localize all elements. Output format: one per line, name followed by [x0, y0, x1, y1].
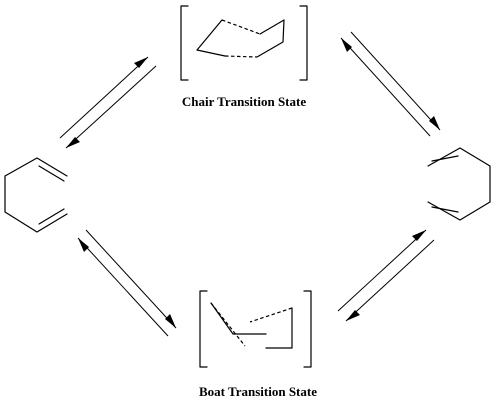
arrow-left-to-boat	[85, 229, 177, 329]
chair-bracket-left	[180, 5, 189, 81]
chair-ring-forming-bonds	[221, 19, 261, 58]
boat-ring-forming-bonds	[210, 302, 293, 347]
arrowhead-right-to-chair	[341, 38, 352, 52]
equilibrium-arrows-boat-right	[337, 229, 435, 322]
arrowhead-boat-to-left	[78, 238, 89, 252]
arrowhead-right-to-boat	[346, 310, 360, 321]
chair-transition-state: Chair Transition State	[180, 5, 308, 109]
hexadiene-left	[4, 157, 68, 233]
equilibrium-arrows-chair-right	[340, 31, 441, 137]
boat-bracket-right	[303, 290, 312, 368]
arrowhead-boat-to-right	[412, 230, 426, 241]
hexadiene-right-bonds	[427, 147, 491, 221]
arrowhead-chair-to-left	[66, 137, 80, 148]
arrow-right-to-boat	[345, 239, 435, 322]
arrow-left-to-chair	[59, 56, 149, 139]
arrow-boat-to-left	[77, 237, 169, 337]
hexadiene-right	[427, 147, 491, 221]
arrow-right-to-chair	[340, 37, 431, 137]
arrowhead-left-to-boat	[165, 314, 176, 328]
boat-bracket-left	[199, 290, 208, 368]
chair-bracket-right	[299, 5, 308, 81]
boat-label: Boat Transition State	[199, 384, 317, 399]
arrow-chair-to-right	[350, 31, 441, 131]
equilibrium-arrows-left-boat	[77, 229, 177, 337]
chair-ring-bonds	[196, 19, 285, 58]
equilibrium-arrows-left-chair	[59, 56, 157, 149]
arrow-boat-to-right	[337, 229, 427, 312]
boat-transition-state: Boat Transition State	[199, 290, 317, 399]
hexadiene-left-double-bonds	[38, 165, 65, 225]
boat-ring-bonds	[210, 302, 293, 349]
arrow-chair-to-left	[65, 65, 157, 149]
hexadiene-left-bonds	[4, 157, 68, 233]
chair-label: Chair Transition State	[182, 94, 306, 109]
arrowhead-chair-to-right	[429, 116, 440, 130]
arrowhead-left-to-chair	[134, 57, 148, 68]
hexadiene-right-double-bonds	[431, 155, 459, 213]
